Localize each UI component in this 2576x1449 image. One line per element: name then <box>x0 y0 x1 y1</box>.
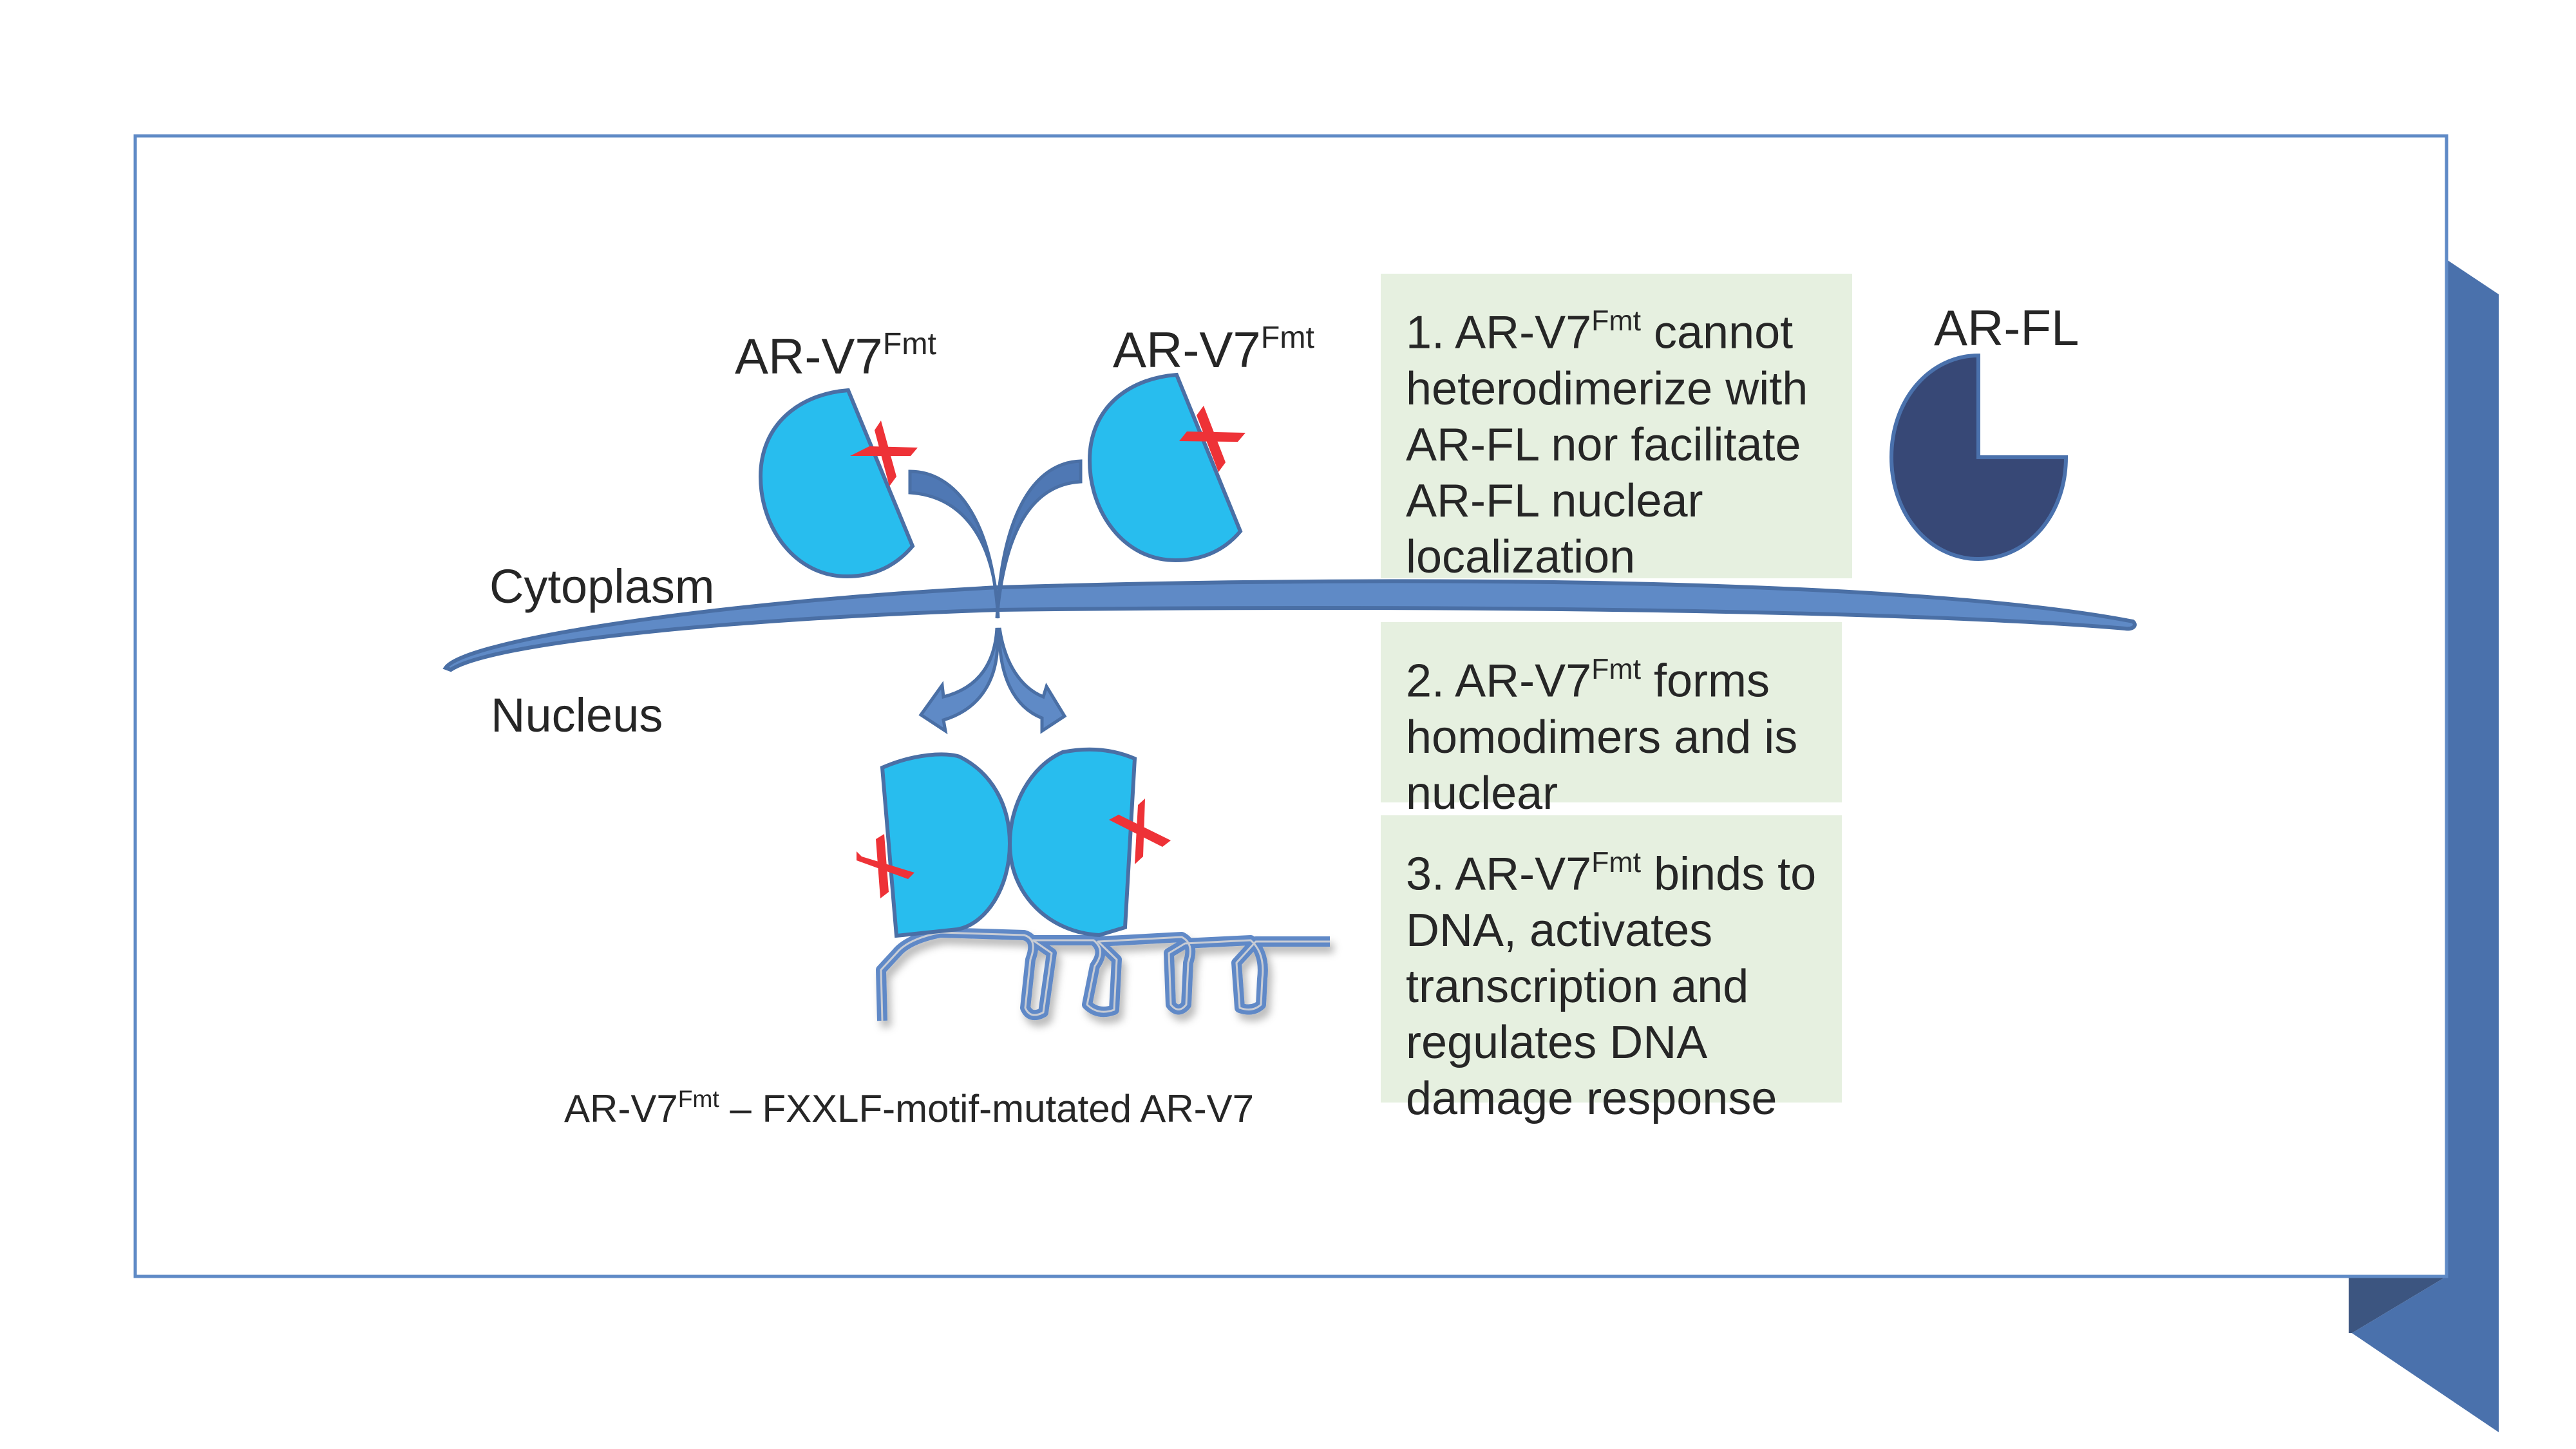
dna-inner-line <box>880 931 1330 1021</box>
mutation-x-icon <box>857 834 914 898</box>
ar-v7-monomer-left <box>758 388 918 579</box>
ar-fl-shape <box>1889 353 2069 562</box>
box-line: AR-FL nor facilitate <box>1406 419 1801 471</box>
ar-v7-monomer-right <box>1087 372 1245 563</box>
box-line: nuclear <box>1406 767 1558 819</box>
label-superscript: Fmt <box>882 327 936 361</box>
ar-v7-right-label: AR-V7Fmt <box>1113 322 1314 375</box>
caption-definition: – FXXLF-motif-mutated AR-V7 <box>719 1087 1255 1131</box>
frame-border <box>133 134 2448 1278</box>
legend-caption: AR-V7Fmt – FXXLF-motif-mutated AR-V7 <box>564 1085 1255 1131</box>
mutation-x-icon <box>1179 406 1245 472</box>
ar-v7-homodimer <box>857 747 1171 938</box>
box-line: 2. AR-V7Fmt forms <box>1406 654 1770 707</box>
box-line: regulates DNA <box>1406 1016 1708 1068</box>
box-line: 3. AR-V7Fmt binds to <box>1406 847 1817 900</box>
label-base: AR-V7 <box>735 327 883 384</box>
ribbon-shadow <box>2349 1276 2447 1333</box>
label-base: AR-V7 <box>1113 321 1261 378</box>
box-line: heterodimerize with <box>1406 363 1808 415</box>
arrow-right-upper <box>995 459 1083 619</box>
box-line: DNA, activates <box>1406 904 1713 956</box>
caption-base: AR-V7 <box>564 1087 678 1131</box>
box-line: localization <box>1406 531 1636 583</box>
translocation-arrows <box>908 459 1083 735</box>
nuclear-membrane <box>442 579 2137 672</box>
step-3-box: 3. AR-V7Fmt binds to DNA, activates tran… <box>1381 815 1842 1124</box>
box-line: homodimers and is <box>1406 711 1798 763</box>
box-line: transcription and <box>1406 960 1749 1012</box>
ar-v7-left-label: AR-V7Fmt <box>735 328 936 381</box>
mutation-x-icon <box>1109 799 1171 864</box>
box-line: AR-FL nuclear <box>1406 475 1703 527</box>
cytoplasm-label: Cytoplasm <box>489 560 715 613</box>
step-2-box: 2. AR-V7Fmt forms homodimers and is nucl… <box>1381 622 1842 819</box>
arrow-right-lower <box>998 627 1067 734</box>
ar-fl-label: AR-FL <box>1934 299 2079 356</box>
label-superscript: Fmt <box>1260 320 1314 355</box>
ribbon-decoration <box>2349 260 2499 1432</box>
dna-strand <box>876 927 1330 1021</box>
ribbon-band <box>2352 260 2499 1432</box>
monomer-right-shape <box>1087 372 1243 563</box>
step-1-box: 1. AR-V7Fmt cannot heterodimerize with A… <box>1381 274 1852 583</box>
box-line: 1. AR-V7Fmt cannot <box>1406 305 1794 359</box>
dimer-left-shape <box>880 752 1012 938</box>
arrow-left-lower <box>918 627 999 735</box>
monomer-left-shape <box>758 388 915 579</box>
nucleus-label: Nucleus <box>491 688 663 742</box>
caption-superscript: Fmt <box>677 1085 719 1112</box>
dimer-right-shape <box>1007 747 1137 938</box>
mutation-x-icon <box>850 421 918 486</box>
box-line: damage response <box>1406 1072 1777 1124</box>
